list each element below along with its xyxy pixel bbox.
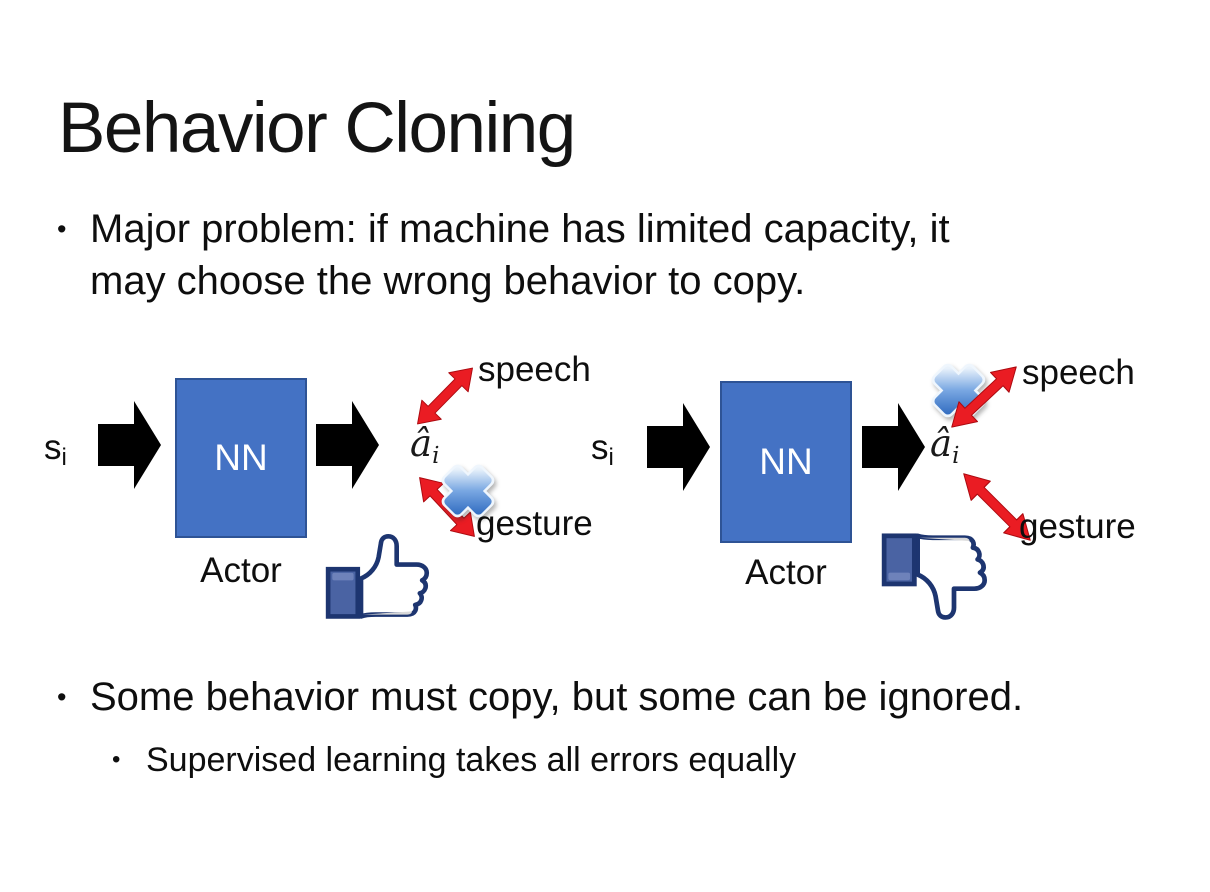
left-actor-label: Actor — [200, 551, 282, 590]
right-input-arrow-icon — [647, 403, 710, 491]
right-output-action-label: âi — [930, 422, 960, 469]
right-nn-box: NN — [720, 381, 852, 543]
thumbs-up-icon — [322, 534, 438, 622]
left-gesture-label: gesture — [476, 504, 593, 543]
left-input-state-label: si — [44, 428, 67, 471]
bullet-major-problem-text: Major problem: if machine has limited ca… — [90, 203, 950, 307]
slide-title: Behavior Cloning — [58, 88, 576, 168]
right-input-state-label: si — [591, 428, 614, 471]
bullet-marker: • — [112, 746, 121, 773]
right-actor-label: Actor — [745, 553, 827, 592]
bullet-line-2: may choose the wrong behavior to copy. — [90, 259, 806, 303]
bullet-some-behavior: • Some behavior must copy, but some can … — [57, 671, 1023, 723]
left-output-action-label: âi — [410, 422, 440, 469]
thumbs-down-icon — [878, 530, 996, 620]
bullet-line-1: Major problem: if machine has limited ca… — [90, 207, 950, 251]
right-nn-label: NN — [759, 441, 813, 482]
bullet-major-problem: • Major problem: if machine has limited … — [57, 203, 950, 307]
bullet-supervised-learning: • Supervised learning takes all errors e… — [112, 737, 796, 783]
left-speech-label: speech — [478, 350, 591, 389]
left-output-arrow-icon — [316, 401, 379, 489]
left-input-arrow-icon — [98, 401, 161, 489]
right-gesture-label: gesture — [1019, 507, 1136, 546]
bullet-marker: • — [57, 682, 67, 712]
bullet-some-behavior-text: Some behavior must copy, but some can be… — [90, 675, 1024, 719]
right-speech-label: speech — [1022, 353, 1135, 392]
left-nn-label: NN — [214, 437, 268, 478]
bullet-supervised-learning-text: Supervised learning takes all errors equ… — [146, 741, 797, 779]
left-speech-doublearrow-icon — [407, 358, 483, 434]
left-nn-box: NN — [175, 378, 307, 538]
right-output-arrow-icon — [862, 403, 925, 491]
bullet-marker: • — [57, 214, 67, 244]
